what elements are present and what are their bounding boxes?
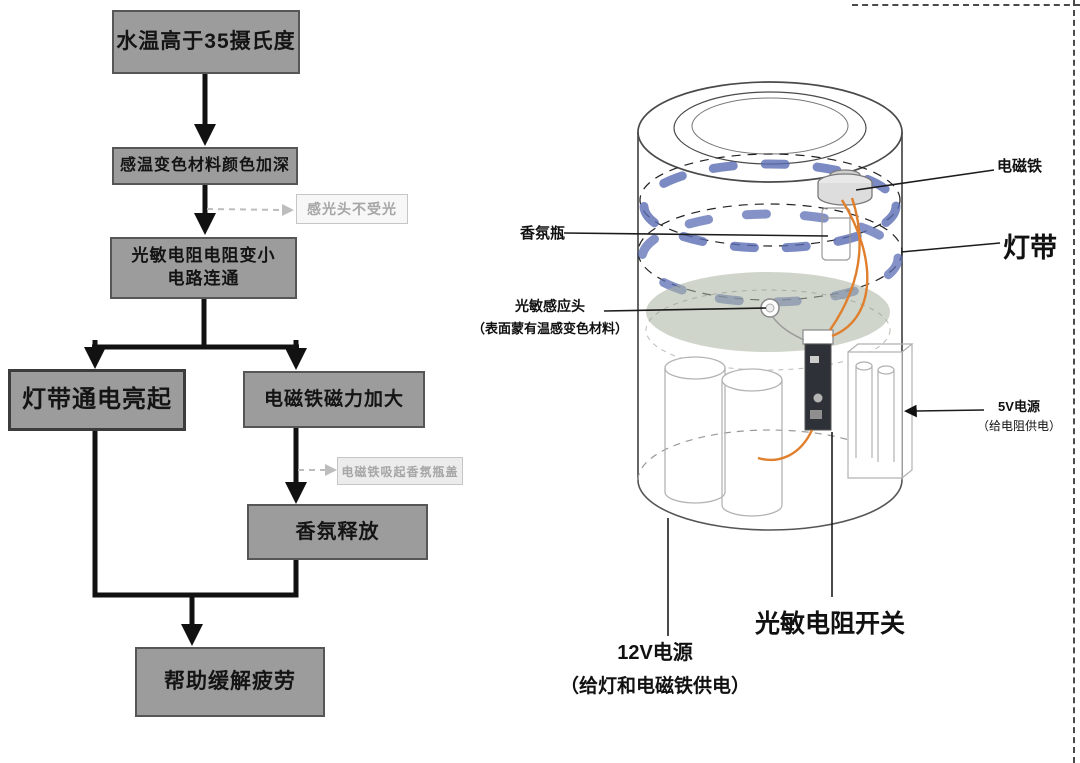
label-sensor-head: 光敏感应头 （表面蒙有温感变色材料） xyxy=(450,296,650,337)
flow-note-cap-lift: 电磁铁吸起香氛瓶盖 xyxy=(337,457,463,485)
label-photoresistor-switch: 光敏电阻开关 xyxy=(755,610,906,638)
flow-step-fragrance: 香氛释放 xyxy=(247,504,428,560)
wires xyxy=(757,197,869,462)
light-strip-guide-1 xyxy=(639,153,901,247)
circuit-board-sketch xyxy=(802,329,834,431)
cylinder-bottom-back xyxy=(637,429,903,481)
sensor-wire xyxy=(771,315,805,341)
light-strip-leds-2 xyxy=(637,209,903,307)
flow-step-led-on: 灯带通电亮起 xyxy=(8,369,186,431)
battery-12v-sketch xyxy=(664,356,783,517)
power-5v-text: 5V电源 xyxy=(998,399,1040,414)
light-strip-leds-1 xyxy=(639,159,901,253)
fragrance-bottle-sketch xyxy=(821,207,851,261)
flow-step-water-temp: 水温高于35摄氏度 xyxy=(112,10,300,74)
label-fragrance-bottle: 香氛瓶 xyxy=(520,225,566,242)
flow-note-no-light: 感光头不受光 xyxy=(296,194,408,224)
flow-step-resistor: 光敏电阻电阻变小 电路连通 xyxy=(110,237,297,299)
page-border-dash-right xyxy=(1073,0,1075,763)
flowchart-arrows xyxy=(84,74,337,646)
flow-step-relief: 帮助缓解疲劳 xyxy=(135,647,325,717)
battery-5v-sketch xyxy=(847,343,914,479)
power-5v-note: （给电阻供电） xyxy=(976,419,1061,433)
label-power-12v: 12V电源 （给灯和电磁铁供电） xyxy=(540,636,770,698)
leader-lines xyxy=(563,169,1001,636)
power-12v-note: （给灯和电磁铁供电） xyxy=(559,676,750,697)
power-12v-text: 12V电源 xyxy=(617,642,693,664)
flow-step-color-change: 感温变色材料颜色加深 xyxy=(112,147,298,185)
flow-step-magnet-force: 电磁铁磁力加大 xyxy=(243,371,425,428)
sensor-head-note: （表面蒙有温感变色材料） xyxy=(471,321,628,336)
electromagnet-sketch xyxy=(817,169,873,206)
cylinder-bottom-front xyxy=(637,479,903,531)
page-border-dash-top xyxy=(852,4,1080,6)
device-illustration xyxy=(563,81,1001,636)
sensor-head-text: 光敏感应头 xyxy=(515,298,585,314)
label-power-5v: 5V电源 （给电阻供电） xyxy=(962,396,1076,434)
label-light-strip: 灯带 xyxy=(1003,233,1057,263)
label-electromagnet: 电磁铁 xyxy=(997,158,1043,175)
